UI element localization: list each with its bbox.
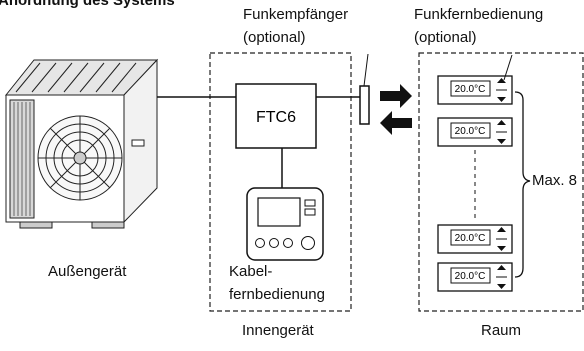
radio-remote-leader [503,54,513,81]
thermostat-readout: 20.0°C [455,84,486,95]
radio-remote-label-line1: Funkfernbedienung [414,6,544,23]
signal-arrow-left-icon [380,111,412,135]
wireless-thermostat-2: 20.0°C [437,117,513,147]
ftc6-label: FTC6 [256,109,296,126]
max-count-label: Max. 8 [532,172,578,189]
room-label: Raum [481,322,522,339]
wired-remote-label-line1: Kabel- [229,263,273,280]
ftc6-controller-box [235,83,317,149]
wireless-thermostat-3: 20.0°C [437,224,513,254]
room-boundary [418,52,584,312]
wired-remote-label-line2: fernbedienung [229,286,325,303]
indoor-unit-boundary [209,52,352,312]
brace-icon [514,91,531,278]
outdoor-heat-pump-icon [4,58,159,229]
radio-receiver-leader [363,53,369,87]
page-heading: Anordnung des Systems [0,0,175,9]
wireless-thermostat-1: 20.0°C [437,75,513,105]
signal-arrow-right-icon [380,84,412,108]
outdoor-unit-label: Außengerät [48,263,127,280]
thermostat-readout: 20.0°C [455,126,486,137]
radio-receiver-label-line1: Funkempfänger [243,6,349,23]
radio-receiver-icon [359,85,370,125]
thermostat-readout: 20.0°C [455,233,486,244]
wireless-thermostat-4: 20.0°C [437,262,513,292]
wired-remote-controller-icon [246,187,324,261]
thermostat-readout: 20.0°C [455,271,486,282]
radio-receiver-label-line2: (optional) [243,29,306,46]
radio-remote-label-line2: (optional) [414,29,477,46]
indoor-unit-label: Innengerät [242,322,314,339]
